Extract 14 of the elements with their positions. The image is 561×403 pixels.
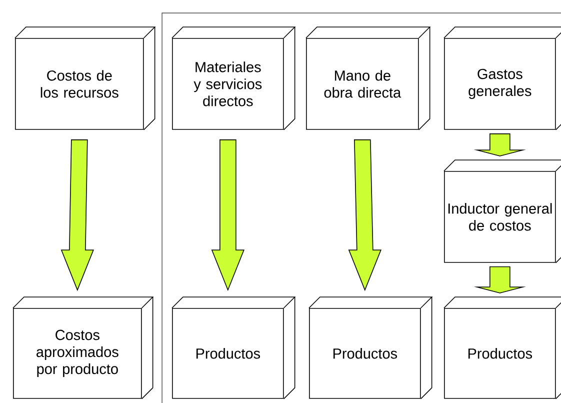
cube-box: Costos aproximados por producto: [12, 296, 154, 400]
cube-box: Productos: [444, 296, 561, 400]
cube-box: Productos: [308, 296, 433, 400]
cube-box: Mano de obra directa: [306, 26, 431, 130]
cube-box: Materiales y servicios directos: [172, 26, 296, 130]
block-arrow: [474, 266, 526, 294]
cube-box: Costos de los recursos: [14, 26, 156, 130]
block-arrow: [474, 133, 526, 156]
block-arrow: [211, 139, 244, 292]
block-arrow: [60, 139, 94, 292]
cube-box: Productos: [172, 296, 296, 400]
block-arrow: [348, 139, 382, 292]
cube-box: Inductor general de costos: [444, 160, 561, 264]
cube-box: Gastos generales: [444, 26, 561, 130]
